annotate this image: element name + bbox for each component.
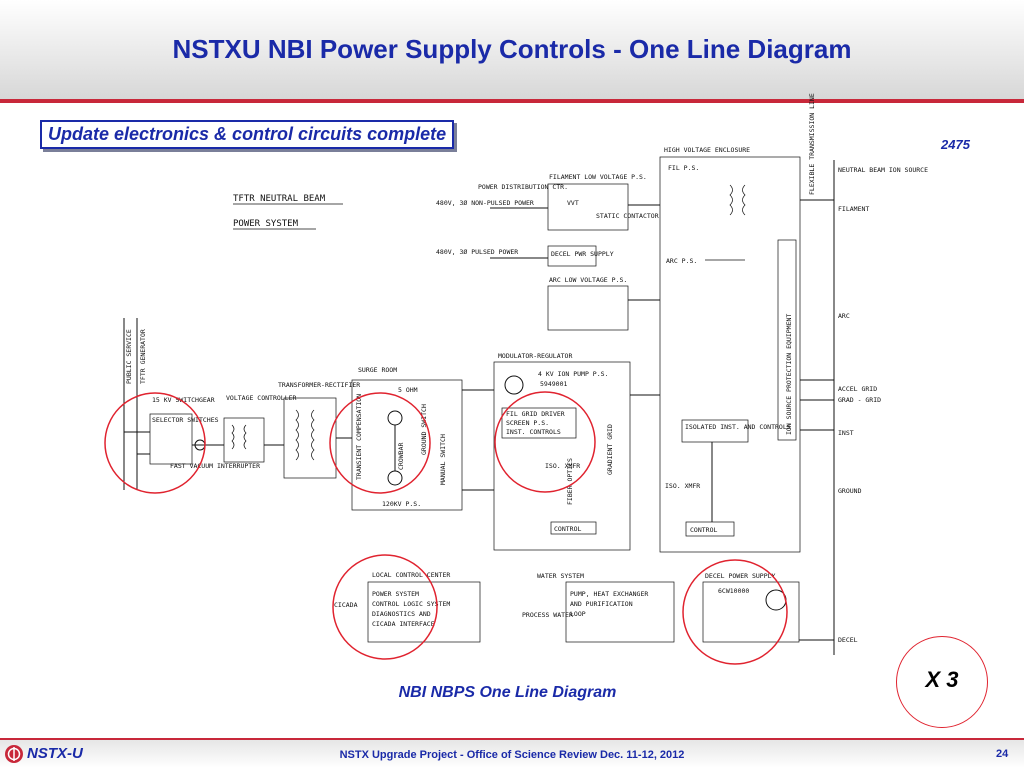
highlight-circle-decel-ps xyxy=(682,559,788,665)
neutral-beam-ion-source-label: NEUTRAL BEAM ION SOURCE xyxy=(838,166,928,174)
arc-lv-ps-label: ARC LOW VOLTAGE P.S. xyxy=(549,276,627,284)
accel-grid-label: ACCEL GRID xyxy=(838,385,877,393)
diagram-number: 2475 xyxy=(941,137,970,152)
modulator-regulator-label: MODULATOR-REGULATOR xyxy=(498,352,572,360)
ground-switch-label: GROUND SWITCH xyxy=(420,404,428,455)
inst-label: INST xyxy=(838,429,854,437)
page-number: 24 xyxy=(996,748,1009,760)
screen-ps-label: SCREEN P.S. xyxy=(506,419,549,427)
footer-text: NSTX Upgrade Project - Office of Science… xyxy=(339,749,685,761)
public-service-label: PUBLIC SERVICE xyxy=(125,329,133,384)
ohm-label: 5 OHM xyxy=(398,386,418,394)
tube-type-label: 5949001 xyxy=(540,380,567,388)
ion-pump-ps-label: 4 KV ION PUMP P.S. xyxy=(538,370,608,378)
control2-label: CONTROL xyxy=(690,526,717,534)
filament-label: FILAMENT xyxy=(838,205,869,213)
footer-brand: NSTX-U xyxy=(27,745,83,762)
slide-title: NSTXU NBI Power Supply Controls - One Li… xyxy=(172,34,852,64)
decel-pwr-supply-label: DECEL PWR SUPPLY xyxy=(551,250,614,258)
surge-room-label: SURGE ROOM xyxy=(358,366,397,374)
flexible-transmission-line-label: FLEXIBLE TRANSMISSION LINE xyxy=(808,93,816,195)
diagram-title-line1: TFTR NEUTRAL BEAM xyxy=(233,194,326,204)
inst-controls-label: INST. CONTROLS xyxy=(506,428,561,436)
lcc-line4: CICADA INTERFACE xyxy=(372,620,435,628)
transformer-rectifier-label: TRANSFORMER-RECTIFIER xyxy=(278,381,360,389)
diagram-title-line2: POWER SYSTEM xyxy=(233,219,299,229)
high-voltage-enclosure-label: HIGH VOLTAGE ENCLOSURE xyxy=(664,146,750,154)
480v-pulsed-label: 480V, 3Ø PULSED POWER xyxy=(436,248,518,256)
iso-xmfr2-label: ISO. XMFR xyxy=(665,482,700,490)
selector-switches-label: SELECTOR SWITCHES xyxy=(152,416,219,424)
transient-compensation-label: TRANSIENT COMPENSATION xyxy=(355,394,363,480)
highlight-circle-switchgear xyxy=(104,392,206,494)
quantity-badge: X 3 xyxy=(896,636,988,728)
water-system-label: WATER SYSTEM xyxy=(537,572,584,580)
nstx-logo-icon xyxy=(5,745,23,763)
switchgear-label: 15 KV SWITCHGEAR xyxy=(152,396,215,404)
lcc-line1: POWER SYSTEM xyxy=(372,590,419,598)
local-control-center-label: LOCAL CONTROL CENTER xyxy=(372,571,450,579)
iso-xmfr-label: ISO. XMFR xyxy=(545,462,580,470)
ws-line1: PUMP, HEAT EXCHANGER xyxy=(570,590,648,598)
slide-header xyxy=(0,0,1024,101)
slide-footer xyxy=(0,740,1024,768)
vvt-label: VVT xyxy=(567,199,579,207)
grad-grid-label: GRAD - GRID xyxy=(838,396,881,404)
arc-ps-label: ARC P.S. xyxy=(666,257,697,265)
diagram-caption: NBI NBPS One Line Diagram xyxy=(398,684,617,701)
crowbar-label: CROWBAR xyxy=(397,443,405,470)
480v-non-pulsed-label: 480V, 3Ø NON-PULSED POWER xyxy=(436,199,534,207)
fil-grid-driver-label: FIL GRID DRIVER xyxy=(506,410,565,418)
cicada-label: CICADA xyxy=(334,601,358,609)
arc-label: ARC xyxy=(838,312,850,320)
lcc-line3: DIAGNOSTICS AND xyxy=(372,610,431,618)
footer-divider xyxy=(0,738,1024,740)
highlight-circle-local-control xyxy=(332,554,438,660)
fil-ps-label: FIL P.S. xyxy=(668,164,699,172)
gradient-grid-label: GRADIENT GRID xyxy=(606,424,614,475)
tftr-generator-label: TFTR GENERATOR xyxy=(139,329,147,384)
fiber-optics-label: FIBER OPTICS xyxy=(566,458,574,505)
header-divider xyxy=(0,99,1024,103)
ws-line3: LOOP xyxy=(570,610,586,618)
status-callout: Update electronics & control circuits co… xyxy=(40,120,455,149)
filament-lv-ps-label: FILAMENT LOW VOLTAGE P.S. xyxy=(549,173,647,181)
highlight-circle-surge-room xyxy=(329,392,431,494)
decel-power-supply-label: DECEL POWER SUPPLY xyxy=(705,572,776,580)
static-contactor-label: STATIC CONTACTOR xyxy=(596,212,659,220)
ion-source-protection-label: ION SOURCE PROTECTION EQUIPMENT xyxy=(785,314,793,435)
isolated-inst-controls-label: ISOLATED INST. AND CONTROLS xyxy=(685,423,791,431)
decel-label: DECEL xyxy=(838,636,858,644)
ps-120kv-label: 120KV P.S. xyxy=(382,500,421,508)
process-water-label: PROCESS WATER xyxy=(522,611,573,619)
ws-line2: AND PURIFICATION xyxy=(570,600,633,608)
quantity-badge-text: X 3 xyxy=(925,667,959,692)
tube-type2-label: 6CW10000 xyxy=(718,587,749,595)
power-distribution-label: POWER DISTRIBUTION CTR. xyxy=(478,183,568,191)
voltage-controller-label: VOLTAGE CONTROLLER xyxy=(226,394,297,402)
fast-vacuum-interrupter-label: FAST VACUUM INTERRUPTER xyxy=(170,462,260,470)
control-label: CONTROL xyxy=(554,525,581,533)
lcc-line2: CONTROL LOGIC SYSTEM xyxy=(372,600,450,608)
highlight-circle-modulator xyxy=(494,391,596,493)
manual-switch-label: MANUAL SWITCH xyxy=(439,434,447,485)
ground-label: GROUND xyxy=(838,487,862,495)
